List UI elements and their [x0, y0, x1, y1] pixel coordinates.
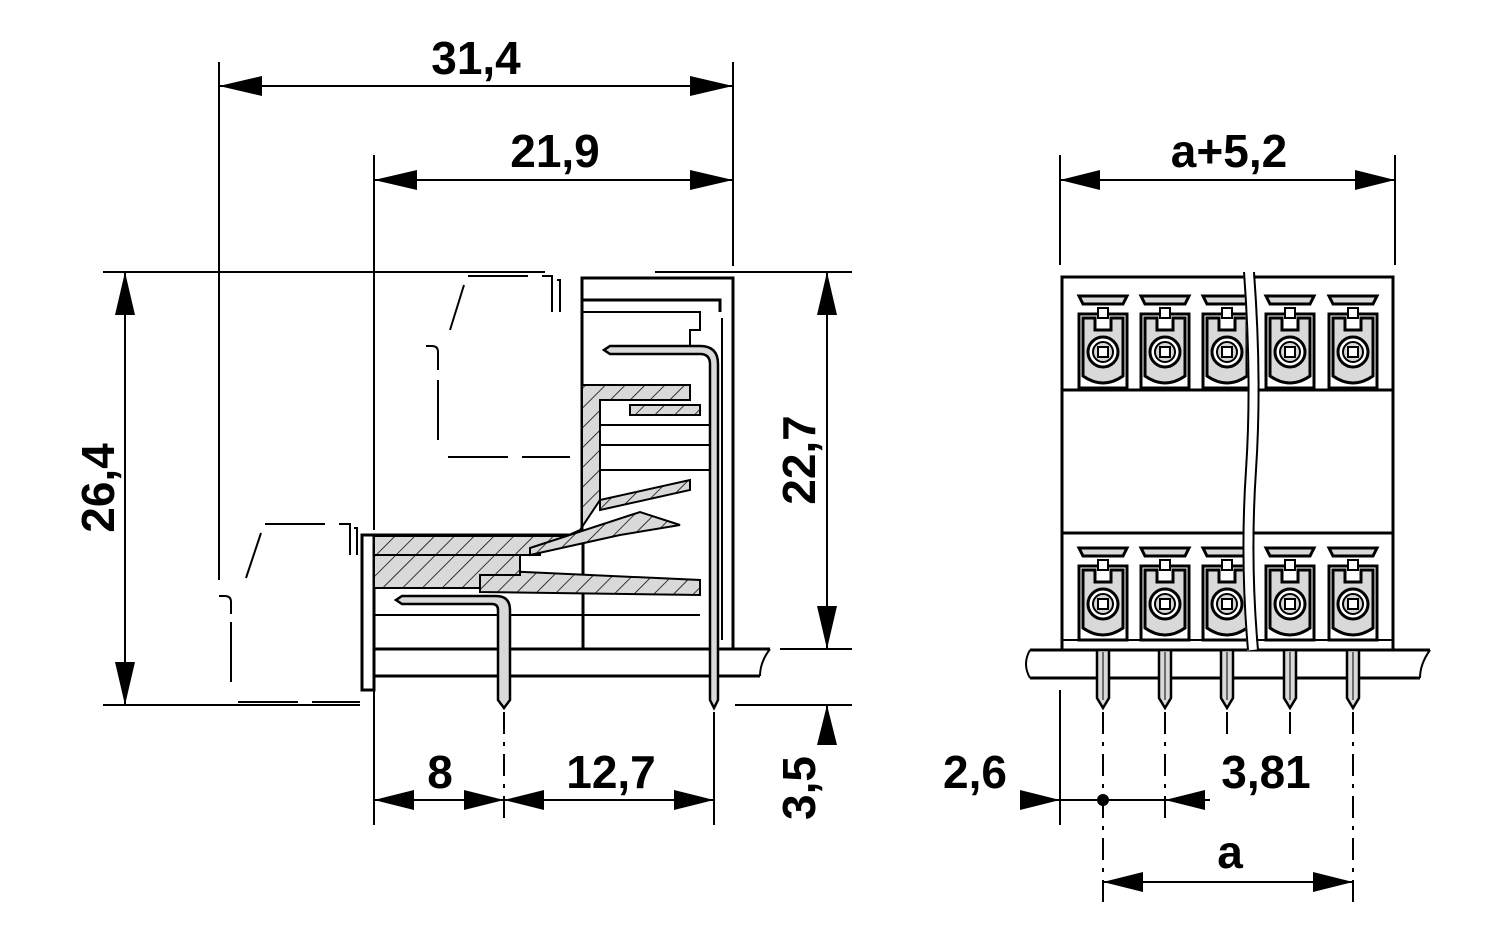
terminal-cell	[1263, 294, 1317, 390]
mating-plug-outline	[219, 275, 570, 703]
front-pins	[1095, 648, 1361, 711]
dim-label-overall-length: 31,4	[431, 32, 521, 84]
dim-body-height: 22,7	[773, 272, 837, 649]
dim-label-width: a+5,2	[1171, 125, 1287, 177]
dim-overall-height: 26,4	[72, 272, 135, 705]
bottom-terminal-row	[1076, 546, 1380, 642]
terminal-cell	[1138, 294, 1192, 390]
dim-label-pin-spacing: 12,7	[566, 746, 656, 798]
terminal-cell	[1326, 294, 1380, 390]
dim-label-span: a	[1217, 826, 1243, 878]
dim-label-body-length: 21,9	[510, 125, 600, 177]
terminal-cell	[1326, 546, 1380, 642]
dim-label-body-height: 22,7	[773, 415, 825, 505]
dim-span: a	[1103, 826, 1353, 892]
front-extension-lines	[1059, 155, 1396, 905]
dim-pin-offset: 8 12,7	[374, 746, 714, 810]
terminal-cell	[1263, 546, 1317, 642]
hatched-section	[373, 384, 710, 616]
dim-label-pitch: 3,81	[1221, 746, 1311, 798]
side-view: 31,4 21,9 26,4 22,7 3,5	[72, 32, 852, 825]
break-line	[1242, 271, 1260, 651]
dim-width: a+5,2	[1060, 125, 1395, 190]
extension-lines	[103, 62, 852, 825]
dim-label-overall-height: 26,4	[72, 443, 124, 533]
dim-label-edge-offset: 2,6	[943, 746, 1007, 798]
terminal-cell	[1200, 546, 1254, 642]
terminal-cell	[1138, 546, 1192, 642]
dim-body-length: 21,9	[374, 125, 733, 190]
dim-label-pin-length: 3,5	[773, 756, 825, 820]
terminal-cell	[1076, 294, 1130, 390]
dim-label-pin-offset: 8	[427, 746, 453, 798]
dim-pitch: 2,6 3,81	[943, 746, 1311, 810]
front-view: a+5,2 2,6 3,81 a	[943, 125, 1431, 905]
top-terminal-row	[1076, 294, 1380, 390]
dim-overall-length: 31,4	[219, 32, 733, 96]
dim-pin-length: 3,5	[773, 705, 837, 820]
terminal-cell	[1076, 546, 1130, 642]
terminal-cell	[1200, 294, 1254, 390]
side-pins	[393, 344, 720, 711]
